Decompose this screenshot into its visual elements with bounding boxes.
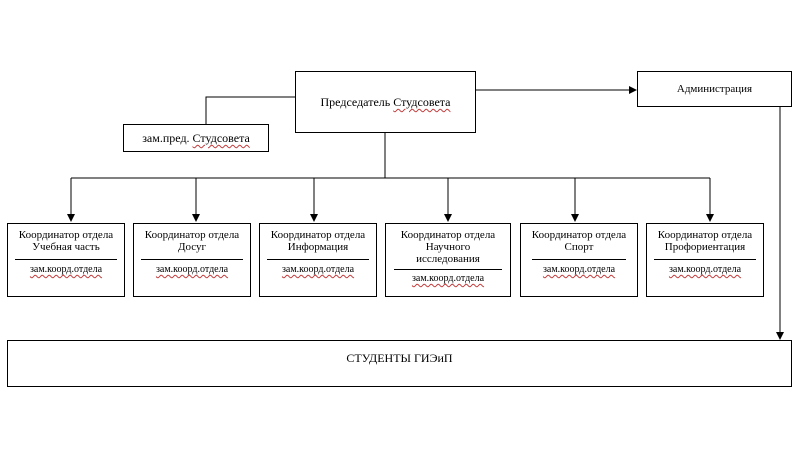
department-box-4: Координатор отдела Научного исследования… bbox=[385, 223, 511, 297]
department-divider bbox=[267, 259, 369, 260]
students-box: СТУДЕНТЫ ГИЭиП bbox=[7, 340, 792, 387]
chairman-box: Председатель Студсовета bbox=[295, 71, 476, 133]
deputy-label-main: Студсовета bbox=[192, 131, 250, 145]
chairman-title-main: Студсовета bbox=[393, 95, 451, 109]
department-deputy: зам.коорд.отдела bbox=[668, 264, 742, 275]
deputy-label-prefix: зам.пред. bbox=[142, 131, 190, 145]
department-deputy: зам.коорд.отдела bbox=[29, 264, 103, 275]
department-title: Координатор отдела bbox=[144, 229, 240, 241]
students-label: СТУДЕНТЫ ГИЭиП bbox=[346, 350, 453, 365]
department-divider bbox=[532, 259, 626, 260]
department-deputy: зам.коорд.отдела bbox=[542, 264, 616, 275]
department-box-2: Координатор отдела Досуг зам.коорд.отдел… bbox=[133, 223, 251, 297]
administration-label: Администрация bbox=[676, 83, 753, 95]
department-deputy: зам.коорд.отдела bbox=[155, 264, 229, 275]
department-box-3: Координатор отдела Информация зам.коорд.… bbox=[259, 223, 377, 297]
department-name: Учебная часть bbox=[32, 241, 100, 253]
department-name: Информация bbox=[287, 241, 349, 253]
department-title: Координатор отдела bbox=[531, 229, 627, 241]
department-title: Координатор отдела bbox=[400, 229, 496, 241]
department-name: Научного bbox=[425, 241, 471, 253]
deputy-chairman-label: зам.пред. Студсовета bbox=[142, 132, 250, 144]
department-title: Координатор отдела bbox=[270, 229, 366, 241]
department-box-5: Координатор отдела Спорт зам.коорд.отдел… bbox=[520, 223, 638, 297]
department-divider bbox=[15, 259, 117, 260]
department-title: Координатор отдела bbox=[18, 229, 114, 241]
department-box-6: Координатор отдела Профориентация зам.ко… bbox=[646, 223, 764, 297]
department-name-continued: исследования bbox=[416, 253, 480, 265]
department-title: Координатор отдела bbox=[657, 229, 753, 241]
department-divider bbox=[654, 259, 756, 260]
administration-box: Администрация bbox=[637, 71, 792, 107]
department-deputy: зам.коорд.отдела bbox=[281, 264, 355, 275]
chairman-to-deputy-line bbox=[205, 96, 295, 124]
department-divider bbox=[394, 269, 502, 270]
department-name: Досуг bbox=[177, 241, 207, 253]
chairman-title-prefix: Председатель bbox=[320, 95, 391, 109]
department-box-1: Координатор отдела Учебная часть зам.коо… bbox=[7, 223, 125, 297]
deputy-chairman-box: зам.пред. Студсовета bbox=[123, 124, 269, 152]
department-divider bbox=[141, 259, 243, 260]
chairman-title: Председатель Студсовета bbox=[321, 96, 451, 108]
department-name: Спорт bbox=[564, 241, 594, 253]
department-name: Профориентация bbox=[664, 241, 746, 253]
department-deputy: зам.коорд.отдела bbox=[411, 273, 485, 284]
